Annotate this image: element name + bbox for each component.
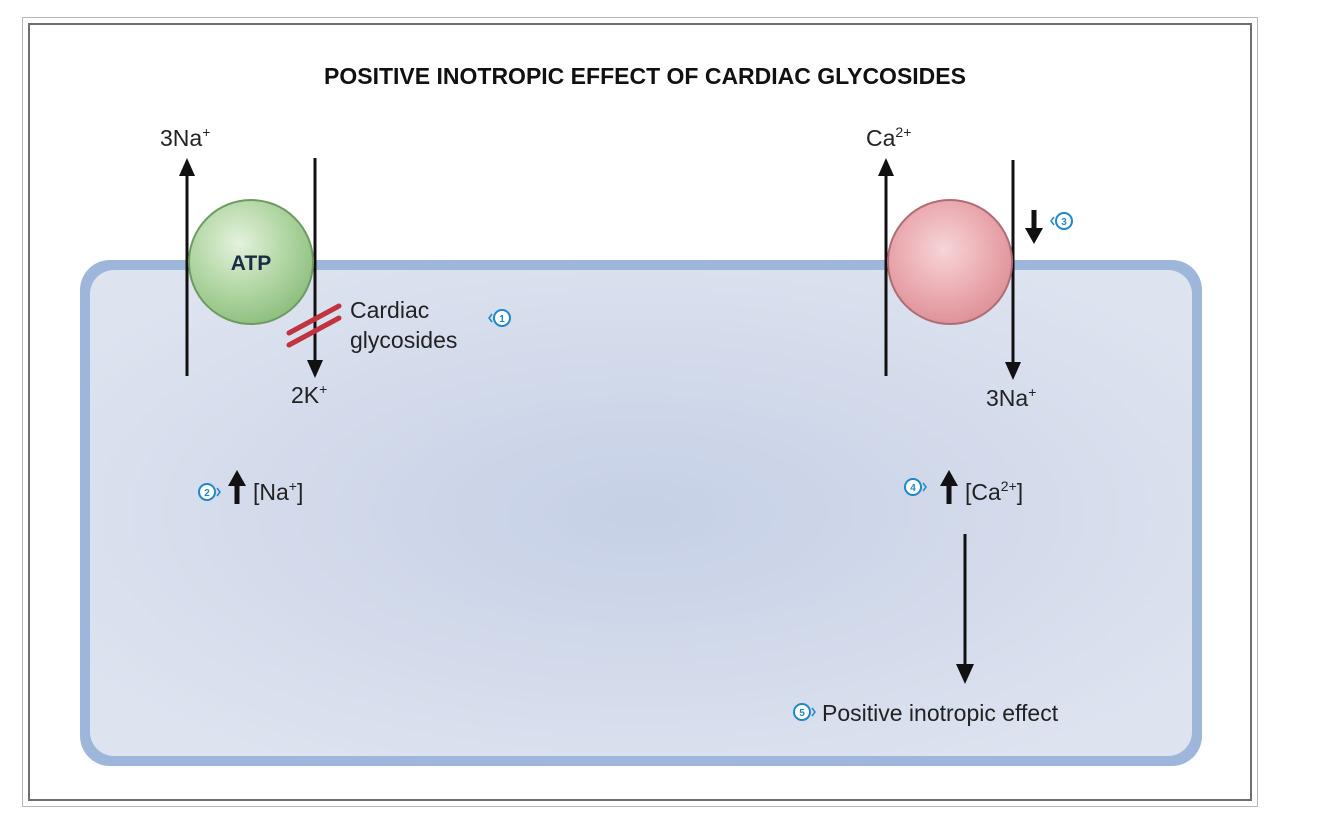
exchanger-decrease-arrowhead	[1025, 228, 1043, 244]
atp-label: ATP	[231, 252, 271, 275]
effect-arrowhead	[956, 664, 974, 684]
na-concentration-label: [Na+]	[253, 478, 303, 505]
ca-increase-arrowhead	[940, 470, 958, 486]
na-out-label: 3Na+	[160, 124, 210, 151]
step-2-badge: 2	[198, 483, 221, 501]
na-increase-arrowhead	[228, 470, 246, 486]
glycoside-block-mark-2	[286, 315, 342, 348]
step-4-badge: 4	[904, 478, 927, 496]
glycoside-block-mark-1	[286, 303, 342, 336]
svg-text:2: 2	[204, 488, 210, 499]
na-in-label: 3Na+	[986, 384, 1036, 411]
ca-efflux-arrowhead	[878, 158, 894, 176]
svg-text:3: 3	[1061, 217, 1067, 228]
step-5-badge: 5	[793, 703, 816, 721]
svg-text:4: 4	[910, 483, 916, 494]
k-in-label: 2K+	[291, 381, 327, 408]
positive-inotropic-effect-label: Positive inotropic effect	[822, 700, 1059, 726]
ca-concentration-label: [Ca2+]	[965, 478, 1023, 505]
figure-inner-border	[28, 23, 1252, 801]
diagram-title: POSITIVE INOTROPIC EFFECT OF CARDIAC GLY…	[324, 63, 966, 89]
step-1-badge: 1	[488, 309, 511, 327]
na-k-atpase-pump	[188, 199, 314, 325]
step-3-badge: 3	[1050, 212, 1073, 230]
figure-frame	[22, 17, 1258, 807]
svg-text:5: 5	[799, 708, 805, 719]
na-influx-arrowhead	[1005, 362, 1021, 380]
svg-text:1: 1	[499, 314, 505, 325]
k-influx-arrowhead	[307, 360, 323, 378]
ca-out-label: Ca2+	[866, 124, 911, 151]
na-efflux-arrowhead	[179, 158, 195, 176]
na-ca-exchanger	[887, 199, 1013, 325]
glycoside-label-line2: glycosides	[350, 327, 457, 353]
glycoside-label-line1: Cardiac	[350, 297, 429, 323]
cell-interior	[90, 270, 1192, 756]
